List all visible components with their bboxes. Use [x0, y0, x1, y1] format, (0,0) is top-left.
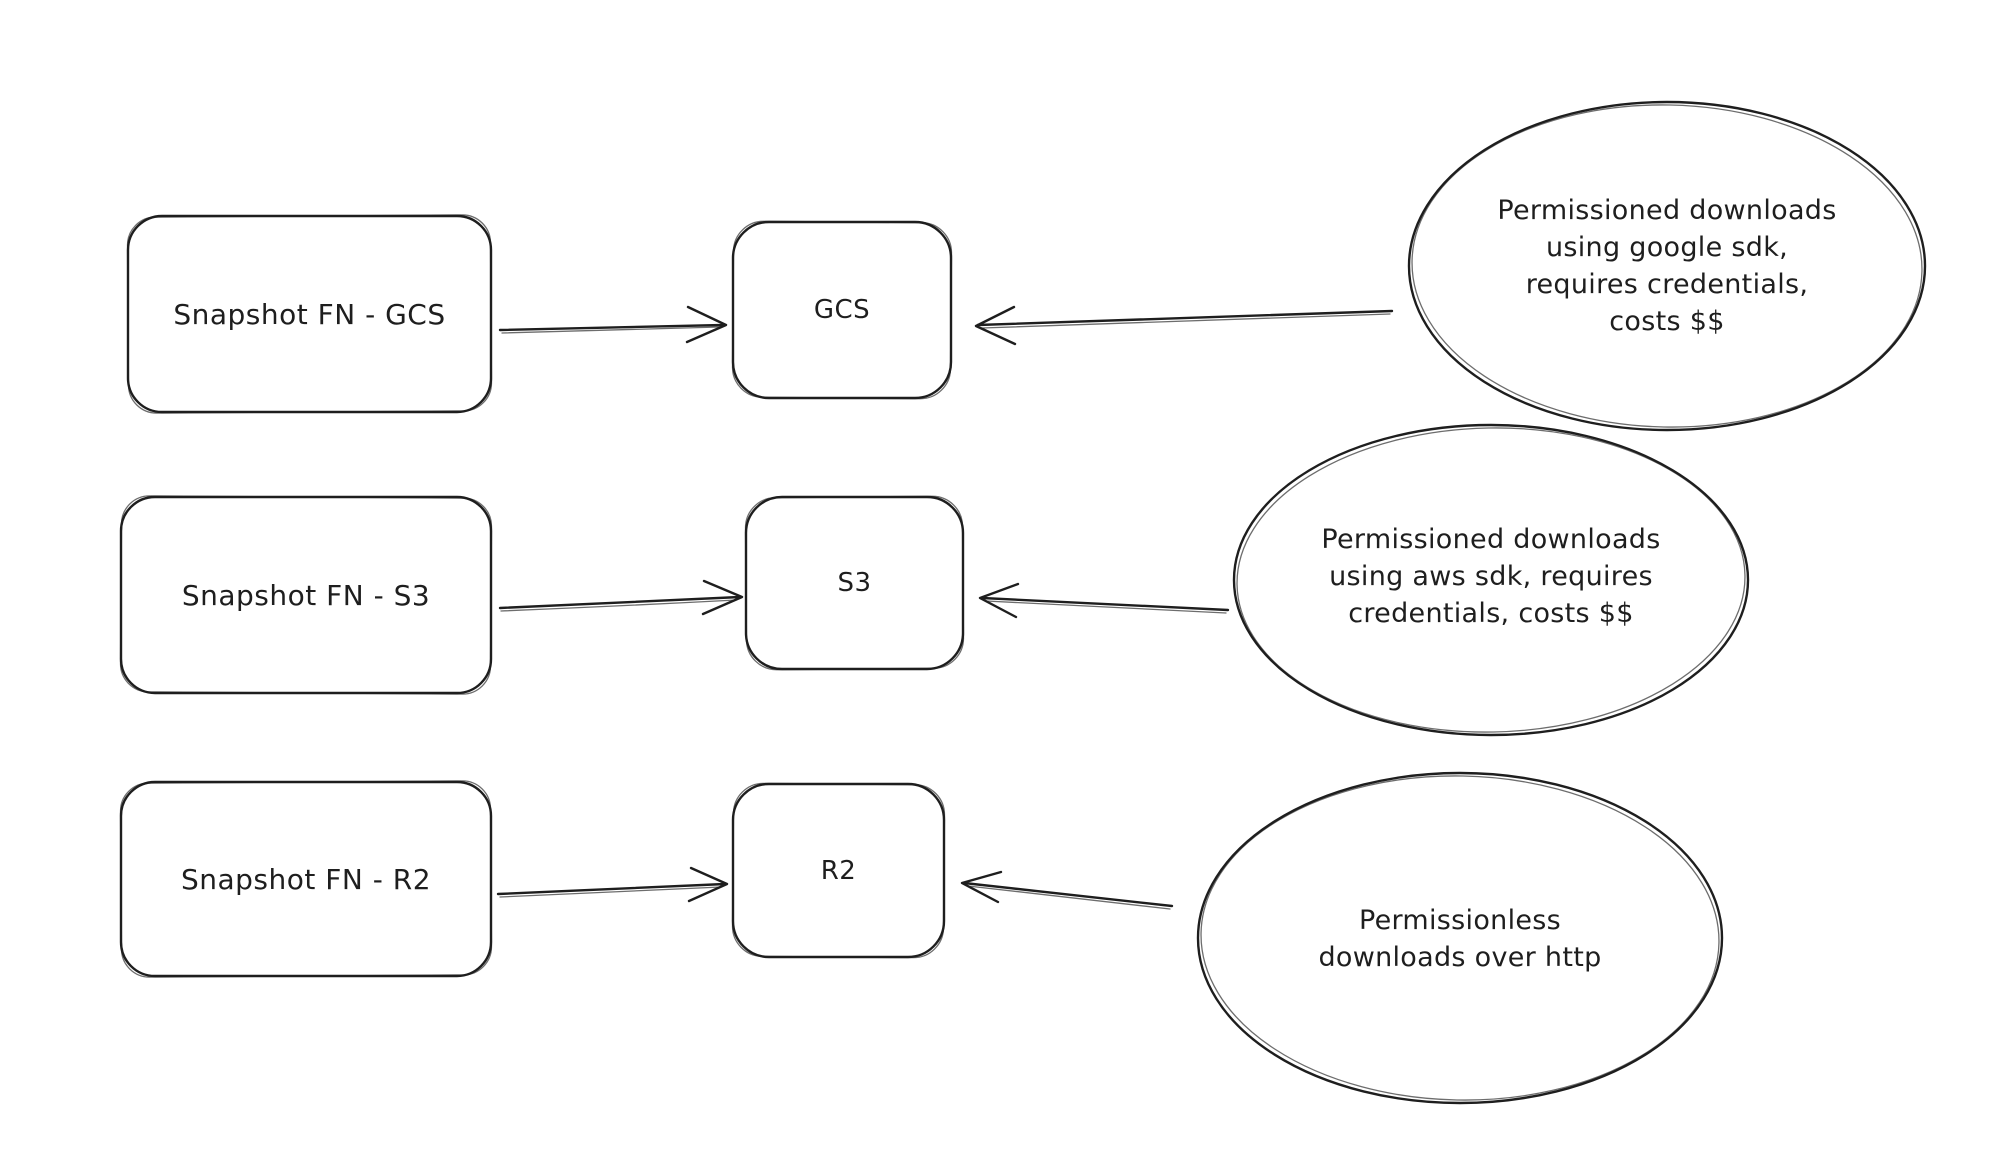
note-ellipse-r2	[1196, 771, 1724, 1105]
source-label-gcs: Snapshot FN - GCS	[173, 297, 446, 331]
note-ellipse-gcs	[1407, 100, 1927, 432]
store-box-gcs	[731, 220, 953, 400]
arrow-note-to-gcs	[974, 305, 1394, 346]
store-box-r2	[731, 782, 946, 959]
store-label-s3: S3	[837, 568, 872, 598]
note-text-r2: Permissionless downloads over http	[1230, 902, 1690, 976]
store-label-r2: R2	[820, 855, 857, 886]
note-text-s3: Permissioned downloads using aws sdk, re…	[1261, 521, 1721, 632]
arrow-snapshot-to-s3	[498, 579, 744, 616]
note-line: downloads over http	[1318, 942, 1602, 973]
note-line: using google sdk,	[1545, 232, 1789, 263]
arrow-note-to-s3	[978, 582, 1230, 619]
note-line: Permissionless	[1358, 905, 1562, 936]
source-box-r2	[119, 780, 493, 978]
arrow-note-to-r2	[960, 870, 1174, 910]
note-line: credentials, costs $$	[1348, 598, 1634, 629]
arrow-snapshot-to-gcs	[498, 305, 728, 344]
source-label-r2: Snapshot FN - R2	[180, 862, 432, 896]
source-box-s3	[119, 495, 493, 695]
source-box-gcs	[126, 214, 493, 414]
note-line: Permissioned downloads	[1497, 195, 1837, 226]
source-label-s3: Snapshot FN - S3	[181, 578, 431, 612]
note-line: requires credentials,	[1525, 269, 1809, 300]
store-label-gcs: GCS	[813, 295, 871, 325]
arrow-snapshot-to-r2	[496, 866, 729, 903]
stroke-group	[119, 100, 1927, 1105]
note-line: Permissioned downloads	[1321, 524, 1661, 555]
store-box-s3	[744, 495, 965, 671]
note-text-gcs: Permissioned downloads using google sdk,…	[1437, 192, 1897, 340]
note-line: using aws sdk, requires	[1329, 561, 1653, 592]
note-line: costs $$	[1609, 306, 1725, 337]
note-ellipse-s3	[1232, 423, 1750, 737]
